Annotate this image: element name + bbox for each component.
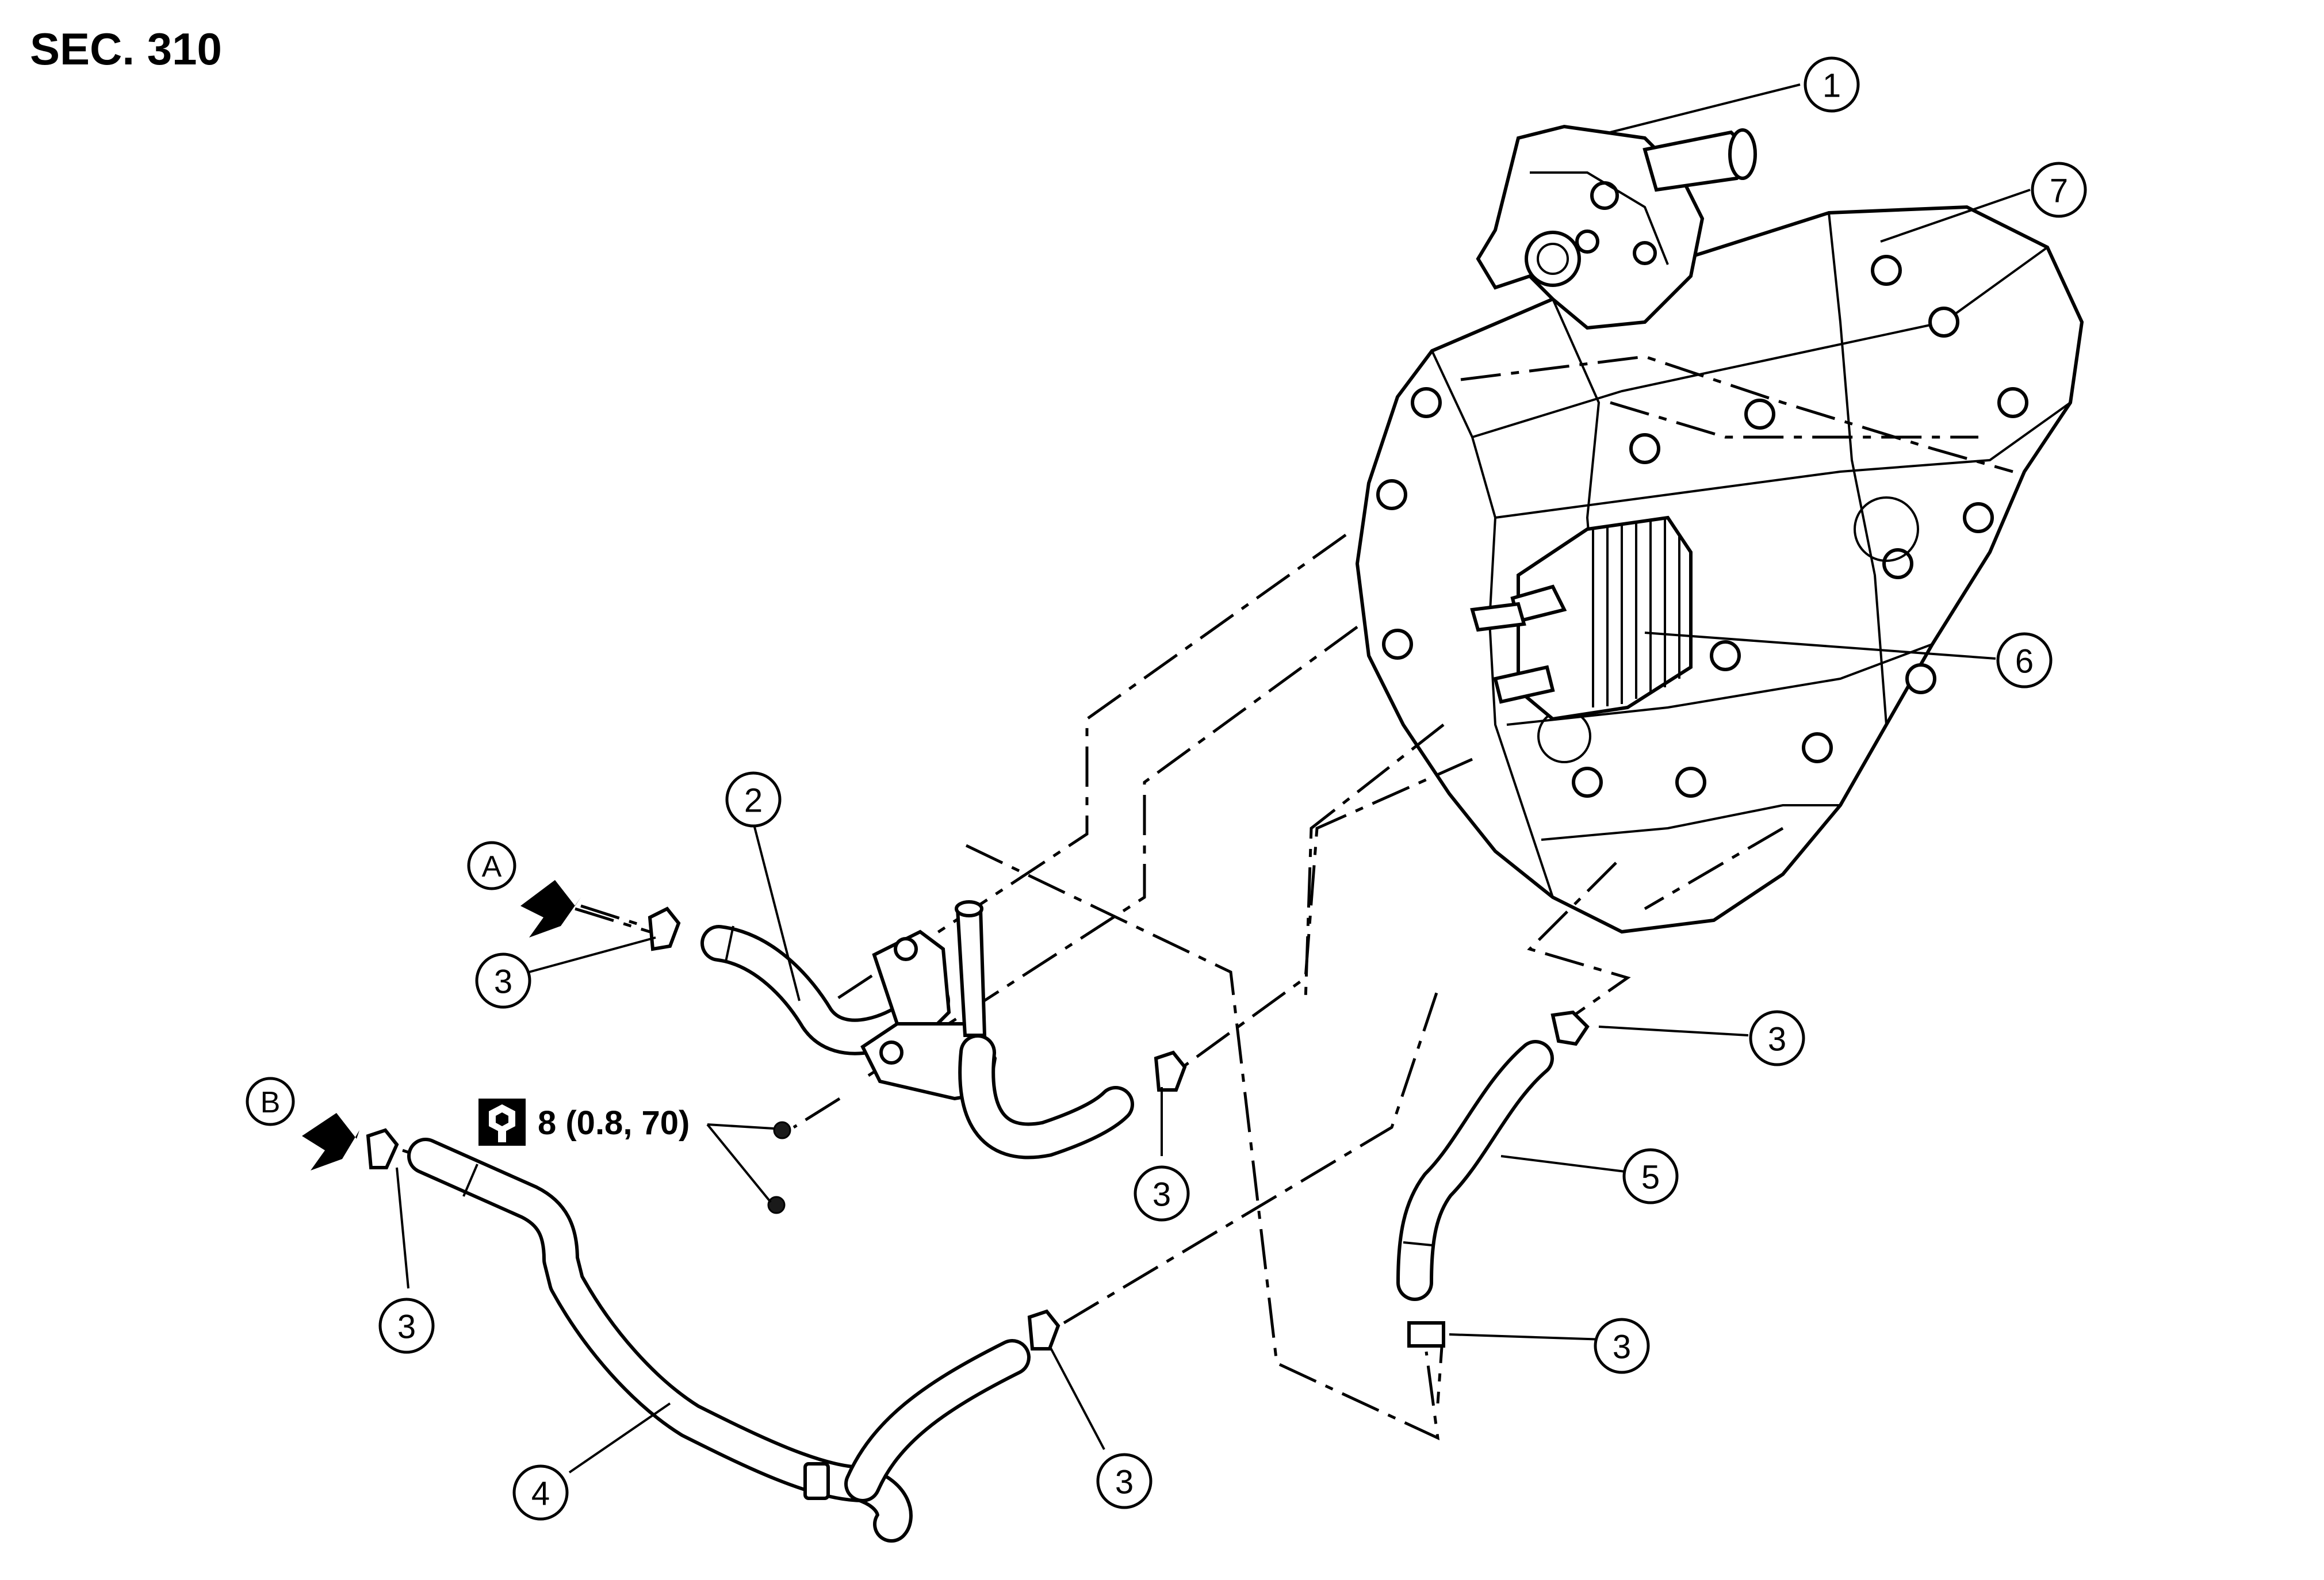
callout-1: 1 bbox=[1804, 56, 1860, 113]
callout-2: 2 bbox=[725, 771, 782, 828]
water-hose-4 bbox=[407, 1138, 1031, 1543]
svg-text:1: 1 bbox=[1823, 67, 1841, 105]
callout-3-bottom: 3 bbox=[1096, 1453, 1153, 1509]
svg-text:3: 3 bbox=[1115, 1464, 1134, 1501]
callout-3-top-left: 3 bbox=[475, 952, 531, 1009]
svg-text:3: 3 bbox=[397, 1309, 416, 1346]
callout-3-right-bottom: 3 bbox=[1594, 1318, 1650, 1374]
water-hose-5 bbox=[1396, 1040, 1554, 1301]
svg-text:7: 7 bbox=[2050, 173, 2068, 210]
callout-4: 4 bbox=[512, 1464, 569, 1521]
callout-5: 5 bbox=[1622, 1148, 1679, 1204]
svg-text:3: 3 bbox=[1768, 1021, 1786, 1058]
callout-7: 7 bbox=[2031, 162, 2087, 218]
callout-6: 6 bbox=[1996, 632, 2053, 688]
arrow-a-icon bbox=[520, 880, 581, 938]
reference-b: B bbox=[246, 1077, 359, 1170]
water-valve-housing bbox=[1476, 124, 1757, 330]
torque-value: 8 (0.8, 70) bbox=[538, 1104, 690, 1142]
svg-text:5: 5 bbox=[1641, 1159, 1660, 1196]
svg-text:3: 3 bbox=[494, 963, 512, 1001]
cooler-fins bbox=[1592, 519, 1680, 707]
svg-text:3: 3 bbox=[1153, 1176, 1171, 1214]
svg-text:2: 2 bbox=[744, 782, 763, 820]
svg-text:B: B bbox=[261, 1086, 281, 1119]
leader-lines bbox=[396, 83, 2031, 1474]
torque-wrench-icon bbox=[478, 1099, 526, 1146]
torque-spec: 8 (0.8, 70) bbox=[478, 1099, 690, 1146]
water-pipe-bracket bbox=[860, 900, 1134, 1160]
callout-3-middle: 3 bbox=[1134, 1165, 1190, 1222]
section-title: SEC. 310 bbox=[30, 24, 222, 74]
cvt-oil-cooler bbox=[1470, 515, 1693, 721]
transaxle-assembly bbox=[1355, 205, 2084, 934]
svg-text:A: A bbox=[482, 850, 502, 883]
callout-3-left: 3 bbox=[378, 1298, 435, 1354]
svg-text:4: 4 bbox=[531, 1475, 550, 1513]
bolt bbox=[767, 1121, 791, 1214]
hose-clamp bbox=[366, 906, 1590, 1351]
svg-text:3: 3 bbox=[1613, 1329, 1631, 1366]
reference-a: A bbox=[467, 841, 645, 938]
callout-3-right-top: 3 bbox=[1749, 1010, 1805, 1066]
svg-text:6: 6 bbox=[2015, 643, 2034, 680]
arrow-b-icon bbox=[302, 1113, 359, 1170]
